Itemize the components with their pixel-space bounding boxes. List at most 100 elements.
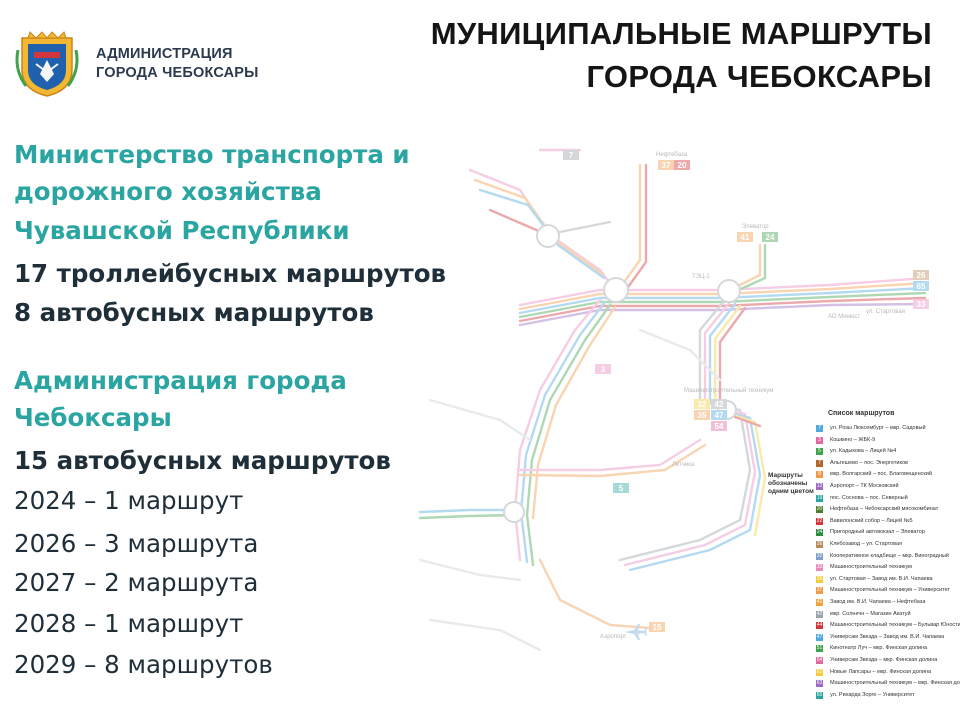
legend-swatch: 24 (816, 529, 823, 537)
badge-3: 3 (601, 365, 606, 374)
legend-swatch: 5 (816, 448, 823, 456)
legend-swatch: 19 (816, 494, 823, 502)
ministry-bus-count: 8 автобусных маршрутов (14, 298, 374, 327)
legend-route-text: пос. Соснова – пос. Северный (830, 494, 908, 501)
legend-route-text: Универсам Звезда – Завод им. В.И. Чапаев… (830, 633, 945, 640)
org-name: АДМИНИСТРАЦИЯ ГОРОДА ЧЕБОКСАРЫ (96, 45, 259, 83)
badge-20: 20 (678, 161, 687, 170)
legend-swatch: 3 (816, 436, 823, 444)
badge-33: 33 (917, 300, 926, 309)
admin-bus-count: 15 автобусных маршрутов (14, 446, 391, 475)
label-pletnev: Летчика (672, 462, 695, 468)
legend-route-text: Машиностроительный техникум – Университе… (830, 587, 951, 594)
legend-swatch: 65 (816, 691, 823, 699)
legend-swatch: 32 (816, 552, 823, 560)
ministry-line3: Чувашской Республики (14, 216, 350, 245)
legend-route-text: Машиностроительный техникум (830, 564, 912, 571)
org-logo: АДМИНИСТРАЦИЯ ГОРОДА ЧЕБОКСАРЫ (14, 30, 259, 98)
badge-47: 47 (715, 411, 724, 420)
label-elevator: Элеватор (742, 224, 769, 230)
badge-35: 35 (698, 411, 707, 420)
legend-route-text: Аэропорт – ТК Московский (830, 483, 899, 489)
legend-item: 19 пос. Соснова – пос. Северный (768, 494, 958, 503)
badge-24: 24 (766, 233, 775, 242)
legend-item: 5 ул. Кадыкова – Лицей №4 (768, 447, 958, 456)
page-title: МУНИЦИПАЛЬНЫЕ МАРШРУТЫ ГОРОДА ЧЕБОКСАРЫ (431, 12, 932, 98)
legend-route-text: Машиностроительный техникум – Бульвар Юн… (830, 622, 960, 629)
year-2028: 2028 – 1 маршрут (14, 609, 244, 638)
ministry-line1: Министерство транспорта и (14, 140, 410, 169)
admin-line2: Чебоксары (14, 403, 172, 432)
legend-swatch: 8 (816, 471, 823, 479)
year-2029: 2029 – 8 маршрутов (14, 650, 273, 679)
badge-7: 7 (569, 151, 574, 160)
legend-route-text: Кошкино – ЖБК-9 (830, 436, 876, 443)
org-name-line2: ГОРОДА ЧЕБОКСАРЫ (96, 65, 259, 81)
label-airport: Аэропорт (600, 634, 627, 640)
airplane-icon (624, 624, 647, 640)
year-2026: 2026 – 3 маршрута (14, 529, 259, 558)
badge-15: 15 (653, 623, 662, 632)
legend-swatch: 63 (816, 680, 823, 688)
label-neftebaza: Нефтебаза (656, 152, 688, 158)
legend-swatch: 51 (816, 645, 823, 653)
label-tets: ТЭЦ-1 (692, 274, 710, 280)
legend-route-text: Машиностроительный техникум – мкр. Финск… (830, 680, 960, 687)
legend-swatch: 13 (816, 483, 823, 490)
page-title-line1: МУНИЦИПАЛЬНЫЕ МАРШРУТЫ (430, 16, 932, 51)
ministry-trolley-count: 17 троллейбусных маршрутов (14, 259, 447, 288)
ministry-line2: дорожного хозяйства (14, 177, 322, 206)
page-title-line2: ГОРОДА ЧЕБОКСАРЫ (586, 59, 932, 94)
legend-swatch: 7 (816, 425, 823, 432)
legend-route-text: Кинотеатр Луч – мкр. Финская долина (830, 645, 928, 652)
badge-42: 42 (715, 400, 724, 409)
org-name-line1: АДМИНИСТРАЦИЯ (96, 46, 233, 62)
legend-item: 8 мкр. Волгарский – пос. Благовещенский (768, 470, 958, 479)
legend-route-text: мкр. Волгарский – пос. Благовещенский (830, 471, 932, 478)
legend-swatch: 7 (816, 459, 823, 467)
legend-item: 3 Кошкино – ЖБК-9 (768, 436, 958, 445)
badge-26: 26 (917, 271, 926, 280)
legend-route-text: Нефтебаза – Чебоксарский мясокомбинат (830, 506, 939, 513)
legend-route-text: мкр. Солнечн – Магазин Акатуй (830, 610, 911, 617)
legend-swatch: 22 (816, 517, 823, 525)
legend-item: 44 Машиностроительный техникум – Бульвар … (768, 621, 960, 630)
legend-route-text: Кооперативное кладбище – мкр. Виноградны… (830, 552, 949, 559)
badge-32: 32 (698, 400, 707, 409)
year-2024: 2024 – 1 маршрут (14, 486, 244, 515)
badge-37: 37 (662, 161, 671, 170)
legend-route-text: ул. Кадыкова – Лицей №4 (830, 448, 897, 455)
legend-item: 51 Кинотеатр Луч – мкр. Финская долина (768, 644, 958, 653)
legend-swatch: 41 (816, 599, 823, 606)
legend-item: 37 Машиностроительный техникум – Универси… (768, 586, 958, 595)
legend-note: Маршруты обозначены одним цветом (768, 472, 814, 495)
legend-route-text: Универсам Звезда – мкр. Финская долина (830, 657, 938, 663)
legend-swatch: 44 (816, 622, 823, 630)
legend-item: 32 Кооперативное кладбище – мкр. Виноград… (768, 552, 958, 561)
legend-item: 63 Машиностроительный техникум – мкр. Фин… (768, 679, 960, 688)
admin-line1: Администрация города (14, 366, 347, 395)
legend-item: 13 Аэропорт – ТК Московский (768, 482, 958, 491)
legend-swatch: 26 (816, 541, 823, 548)
badge-54: 54 (715, 422, 724, 431)
legend-swatch: 37 (816, 587, 823, 595)
legend-route-text: Новые Лапсары – мкр. Финская долина (830, 668, 932, 675)
legend-title: Список маршрутов (828, 410, 895, 417)
label-start: ул. Стартовая (866, 309, 905, 315)
